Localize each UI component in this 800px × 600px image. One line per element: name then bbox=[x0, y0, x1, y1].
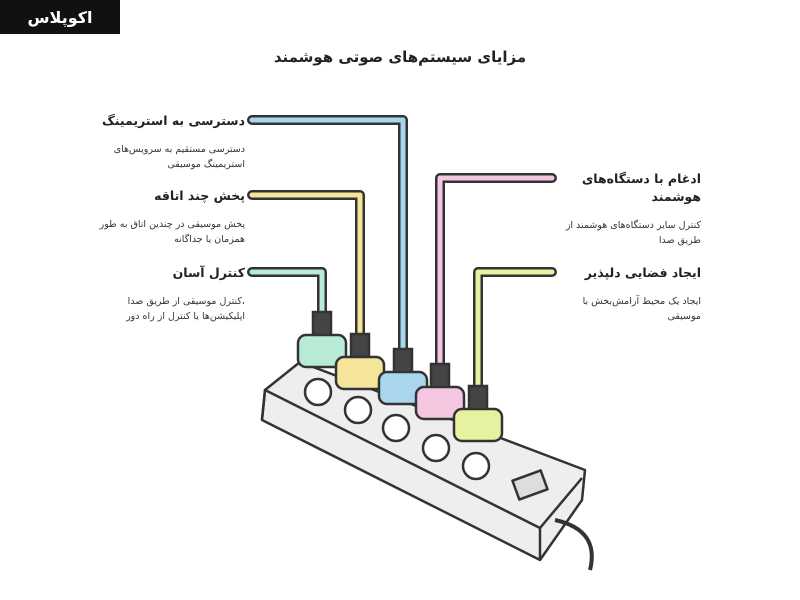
feature-description: ،کنترل موسیقی از طریق صدا اپلیکیشن‌ها یا… bbox=[126, 296, 245, 322]
plug-lime bbox=[452, 384, 504, 443]
feature-easy-control: کنترل آسان ،کنترل موسیقی از طریق صدا اپل… bbox=[95, 264, 245, 324]
logo: اکوپلاس bbox=[0, 0, 120, 34]
feature-streaming: دسترسی به استریمینگ دسترسی مستقیم به سرو… bbox=[95, 112, 245, 172]
switch-icon bbox=[511, 469, 549, 501]
feature-description: پخش موسیقی در چندین اتاق به طور همزمان ی… bbox=[99, 219, 245, 245]
feature-description: کنترل سایر دستگاه‌های هوشمند از طریق صدا bbox=[565, 220, 701, 246]
feature-smart-integration: ادغام با دستگاه‌های هوشمند کنترل سایر دس… bbox=[556, 170, 701, 248]
feature-description: ایجاد یک محیط آرامش‌بخش با موسیقی bbox=[582, 296, 701, 322]
feature-multiroom: پخش چند اتاقه پخش موسیقی در چندین اتاق ب… bbox=[95, 187, 245, 247]
plug-pink bbox=[414, 362, 466, 421]
feature-ambience: ایجاد فضایی دلپذیر ایجاد یک محیط آرامش‌ب… bbox=[556, 264, 701, 324]
feature-heading: ایجاد فضایی دلپذیر bbox=[584, 265, 701, 280]
feature-heading: کنترل آسان bbox=[172, 265, 245, 280]
logo-text: اکوپلاس bbox=[27, 7, 93, 27]
feature-description: دسترسی مستقیم به سرویس‌های استریمینگ موس… bbox=[113, 144, 245, 170]
feature-heading: ادغام با دستگاه‌های هوشمند bbox=[581, 171, 701, 204]
plug-green bbox=[296, 310, 348, 369]
page-title: مزایای سیستم‌های صوتی هوشمند bbox=[273, 48, 527, 66]
feature-heading: دسترسی به استریمینگ bbox=[101, 113, 245, 128]
feature-heading: پخش چند اتاقه bbox=[154, 188, 245, 203]
